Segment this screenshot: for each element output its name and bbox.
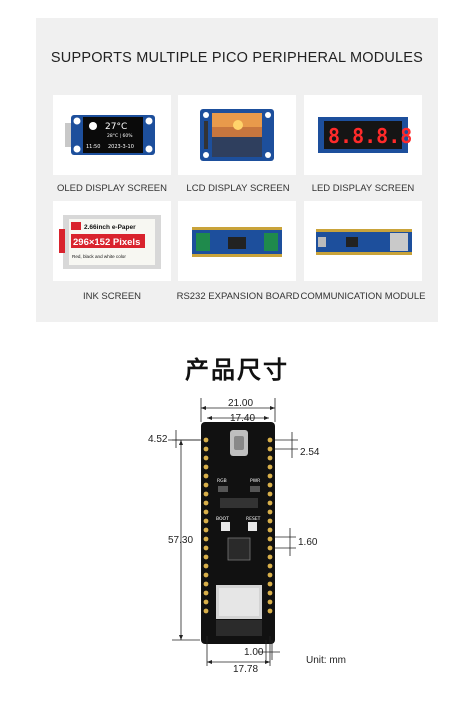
lcd-module-image bbox=[200, 109, 274, 161]
reset-label: RESET bbox=[246, 516, 261, 522]
dim-hole-pitch: 2.54 bbox=[300, 447, 320, 458]
dim-right-mid: 1.60 bbox=[298, 537, 318, 548]
epaper-module-image: 2.66inch e-Paper 296×152 Pixels Red, bla… bbox=[59, 215, 161, 269]
oled-date: 2023-3-10 bbox=[108, 144, 134, 150]
boot-button bbox=[221, 522, 230, 531]
modules-title: SUPPORTS MULTIPLE PICO PERIPHERAL MODULE… bbox=[50, 50, 424, 66]
tile-ink: 2.66inch e-Paper 296×152 Pixels Red, bla… bbox=[53, 201, 171, 281]
pico-board: RGB PWR BOOT RESET bbox=[201, 422, 275, 644]
epaper-note: Red, black and white color bbox=[72, 254, 126, 259]
comm-module-image bbox=[316, 229, 412, 255]
dimension-lines bbox=[168, 398, 298, 666]
reset-button bbox=[248, 522, 257, 531]
dim-width-total: 21.00 bbox=[228, 398, 254, 409]
pwr-label: PWR bbox=[250, 478, 260, 484]
rs232-module-image bbox=[192, 227, 282, 257]
tile-rs232 bbox=[178, 201, 296, 281]
caption-led: LED DISPLAY SCREEN bbox=[311, 183, 415, 194]
tile-led: 8.8.8.8 bbox=[304, 95, 422, 175]
led-module-image: 8.8.8.8 bbox=[318, 117, 412, 153]
tile-oled: 27°C 28°C | 60% 11:50 2023-3-10 bbox=[53, 95, 171, 175]
caption-rs232: RS232 EXPANSION BOARD bbox=[176, 291, 300, 302]
epaper-heading: 2.66inch e-Paper bbox=[84, 224, 136, 231]
modules-panel: SUPPORTS MULTIPLE PICO PERIPHERAL MODULE… bbox=[36, 18, 438, 322]
tile-lcd bbox=[178, 95, 296, 175]
caption-lcd: LCD DISPLAY SCREEN bbox=[186, 183, 290, 194]
epaper-resolution: 296×152 Pixels bbox=[73, 237, 140, 248]
left-pins bbox=[203, 437, 209, 614]
dim-bottom-hole: 1.00 bbox=[244, 647, 264, 658]
rgb-label: RGB bbox=[217, 478, 227, 484]
caption-comm: COMMUNICATION MODULE bbox=[300, 291, 426, 302]
dim-bottom-width: 17.78 bbox=[233, 664, 259, 675]
dim-height: 57.30 bbox=[168, 535, 194, 546]
caption-oled: OLED DISPLAY SCREEN bbox=[57, 183, 167, 194]
right-pins bbox=[267, 437, 273, 614]
oled-time: 11:50 bbox=[86, 144, 100, 150]
oled-sub: 28°C | 60% bbox=[107, 133, 133, 139]
dimensions-title: 产品尺寸 bbox=[185, 356, 289, 384]
tile-comm bbox=[304, 201, 422, 281]
sun-icon bbox=[89, 122, 97, 130]
dimension-arrows bbox=[179, 406, 275, 664]
caption-ink: INK SCREEN bbox=[82, 291, 142, 302]
unit-label: Unit: mm bbox=[306, 655, 346, 666]
dim-left-offset: 4.52 bbox=[148, 434, 168, 445]
boot-label: BOOT bbox=[216, 516, 229, 522]
oled-module-image: 27°C 28°C | 60% 11:50 2023-3-10 bbox=[65, 115, 155, 155]
oled-temp: 27°C bbox=[105, 122, 127, 132]
rp2040-chip bbox=[227, 537, 251, 561]
led-digits: 8.8.8.8 bbox=[328, 124, 412, 148]
dim-width-holes: 17.40 bbox=[230, 413, 256, 424]
